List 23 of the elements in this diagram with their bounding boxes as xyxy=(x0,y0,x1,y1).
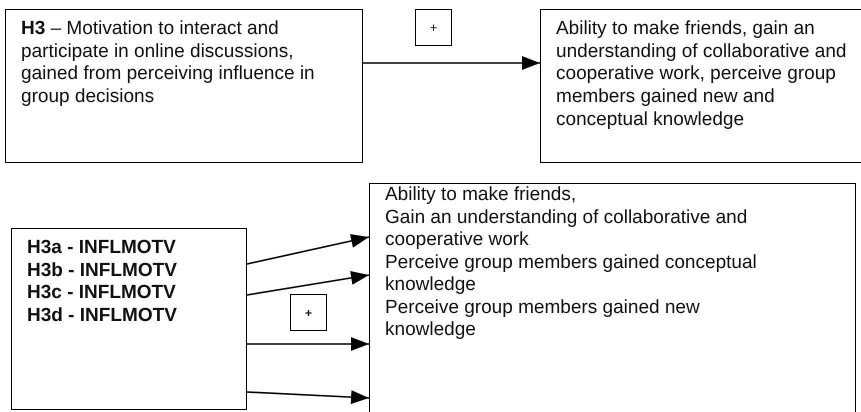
plus-sign: + xyxy=(430,20,438,36)
outcome-box xyxy=(369,183,856,412)
sign-box xyxy=(290,294,327,331)
box-text: H3a - INFLMOTV xyxy=(27,237,177,260)
outcome-box xyxy=(540,9,861,163)
box-text: H3c - INFLMOTV xyxy=(27,282,177,304)
box-text: Ability to make friends, gain an understanding of collaborative and cooperative work, perceive group members gained new and conceptual knowledge xyxy=(556,18,848,132)
sign-box xyxy=(415,9,452,46)
box-text: Gain an understanding of collaborative and cooperative work xyxy=(385,206,748,252)
box-text: H3d - INFLMOTV xyxy=(27,304,178,327)
plus-sign: + xyxy=(304,306,312,320)
arrow xyxy=(247,337,369,351)
arrow xyxy=(246,390,370,404)
hypothesis-box xyxy=(5,9,363,163)
box-text: Ability to make friends, xyxy=(385,184,578,206)
arrow xyxy=(363,56,540,70)
box-text: Perceive group members gained conceptual knowledge xyxy=(385,252,758,296)
arrow xyxy=(246,234,370,265)
arrow xyxy=(246,271,370,296)
hypothesis-box xyxy=(11,228,247,410)
box-text: Perceive group members gained new knowledge xyxy=(385,296,701,342)
box-text: H3 – Motivation to interact and participate in online discussions, gained from perceiving influence in group decisions xyxy=(21,18,316,109)
box-text: H3b - INFLMOTV xyxy=(27,260,178,282)
